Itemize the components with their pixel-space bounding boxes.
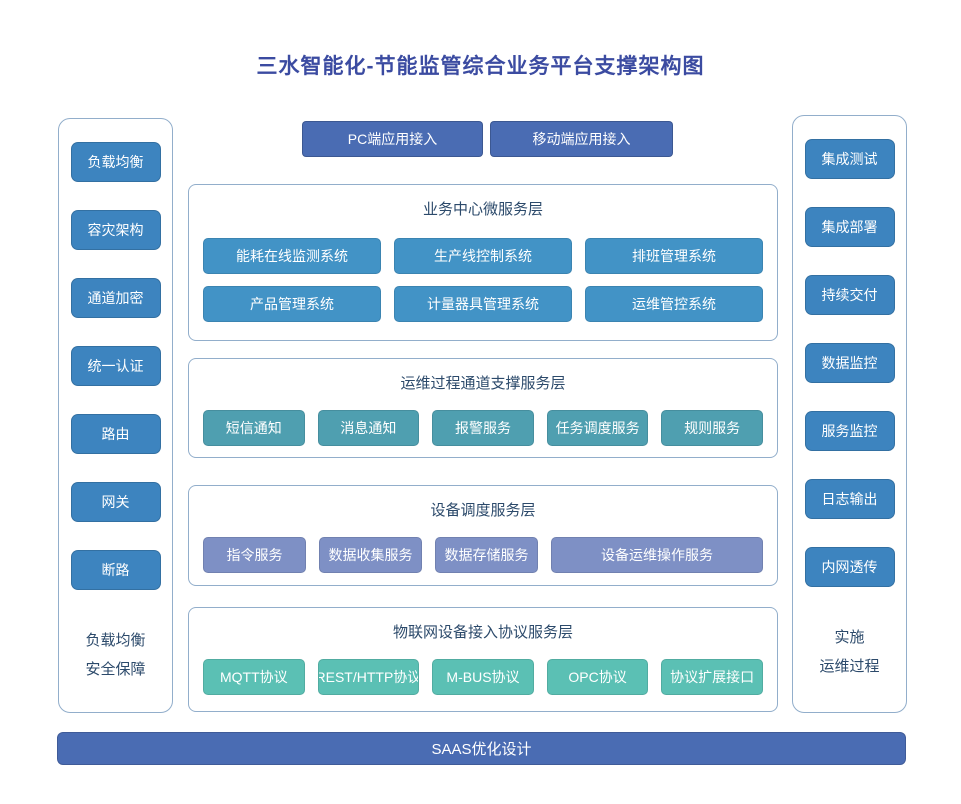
pc-app-access-node: PC端应用接入 [302, 121, 483, 157]
left-panel-caption-line: 负载均衡 [85, 632, 146, 649]
left-panel-caption: 负载均衡安全保障 [85, 626, 145, 684]
scheduling-service-node: 指令服务 [203, 537, 306, 573]
protocol-node: MQTT协议 [203, 659, 305, 695]
left-panel-node: 网关 [70, 482, 161, 522]
left-panel-node: 统一认证 [70, 346, 161, 386]
layer-row: 指令服务数据收集服务数据存储服务设备运维操作服务 [189, 537, 777, 573]
business-system-node: 运维管控系统 [585, 286, 763, 322]
channel-service-node: 消息通知 [317, 410, 420, 446]
right-panel-caption-line: 运维过程 [819, 658, 880, 675]
left-panel-node: 容灾架构 [70, 210, 161, 250]
left-panel-node: 断路 [70, 550, 161, 590]
layer-row: 短信通知消息通知报警服务任务调度服务规则服务 [189, 410, 777, 446]
left-panel: 负载均衡容灾架构通道加密统一认证路由网关断路 负载均衡安全保障 [58, 118, 173, 713]
layer-business-microservices: 业务中心微服务层 能耗在线监测系统生产线控制系统排班管理系统 产品管理系统计量器… [188, 184, 778, 341]
scheduling-service-node: 数据存储服务 [434, 537, 538, 573]
page-title: 三水智能化-节能监管综合业务平台支撑架构图 [256, 55, 705, 78]
right-panel-node: 服务监控 [804, 411, 895, 451]
business-system-node: 能耗在线监测系统 [203, 238, 381, 274]
business-system-node: 产品管理系统 [203, 286, 381, 322]
left-panel-node: 负载均衡 [70, 142, 161, 182]
layer-heading: 设备调度服务层 [430, 502, 536, 519]
channel-service-node: 短信通知 [203, 410, 305, 446]
scheduling-service-node: 数据收集服务 [318, 537, 422, 573]
channel-service-node: 规则服务 [661, 410, 763, 446]
left-panel-node: 通道加密 [70, 278, 161, 318]
layer-row: 能耗在线监测系统生产线控制系统排班管理系统 [189, 238, 777, 274]
layer-device-scheduling: 设备调度服务层 指令服务数据收集服务数据存储服务设备运维操作服务 [188, 485, 778, 586]
layer-ops-channel-support: 运维过程通道支撑服务层 短信通知消息通知报警服务任务调度服务规则服务 [188, 358, 778, 458]
right-panel-node: 日志输出 [804, 479, 895, 519]
layer-row: 产品管理系统计量器具管理系统运维管控系统 [189, 286, 777, 322]
right-panel-node: 内网透传 [804, 547, 895, 587]
channel-service-node: 报警服务 [432, 410, 534, 446]
layer-iot-protocol-access: 物联网设备接入协议服务层 MQTT协议 REST/HTTP协议 M-BUS协议 OPC… [188, 607, 778, 712]
protocol-node: REST/HTTP协议 [317, 659, 420, 695]
layer-row: MQTT协议 REST/HTTP协议 M-BUS协议 OPC协议协议扩展接口 [189, 659, 777, 695]
protocol-node: 协议扩展接口 [661, 659, 763, 695]
mobile-app-access-node: 移动端应用接入 [490, 121, 673, 157]
right-panel: 集成测试集成部署持续交付数据监控服务监控日志输出内网透传 实施运维过程 [792, 115, 907, 713]
left-panel-caption-line: 安全保障 [85, 661, 146, 678]
right-panel-node: 数据监控 [804, 343, 895, 383]
business-system-node: 计量器具管理系统 [394, 286, 572, 322]
right-panel-caption-line: 实施 [834, 629, 865, 646]
layer-heading: 业务中心微服务层 [422, 201, 543, 218]
right-panel-node: 集成部署 [804, 207, 895, 247]
protocol-node: M-BUS协议 [432, 659, 534, 695]
layer-heading: 物联网设备接入协议服务层 [392, 624, 573, 641]
right-panel-node: 持续交付 [804, 275, 895, 315]
scheduling-service-node: 设备运维操作服务 [550, 537, 763, 573]
right-panel-node: 集成测试 [804, 139, 895, 179]
channel-service-node: 任务调度服务 [546, 410, 649, 446]
left-panel-node: 路由 [70, 414, 161, 454]
layer-heading: 运维过程通道支撑服务层 [400, 375, 566, 392]
business-system-node: 生产线控制系统 [394, 238, 572, 274]
protocol-node: OPC协议 [546, 659, 649, 695]
saas-optimization-bar: SAAS优化设计 [57, 732, 906, 765]
business-system-node: 排班管理系统 [585, 238, 763, 274]
right-panel-caption: 实施运维过程 [819, 623, 879, 681]
